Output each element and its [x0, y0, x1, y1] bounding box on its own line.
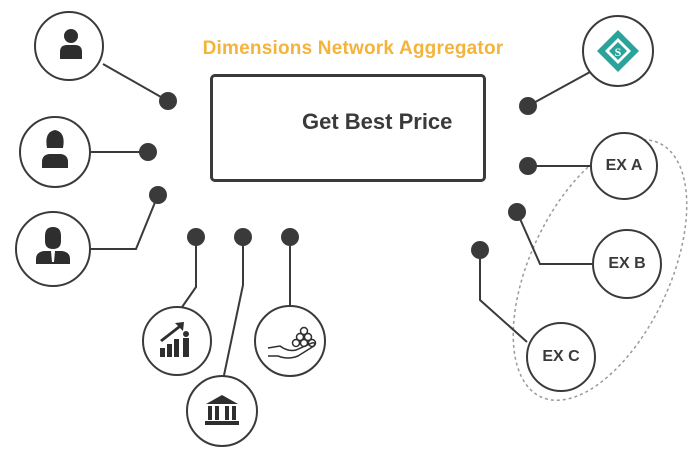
growth-node: [142, 306, 212, 376]
exchange-b-label: EX B: [608, 255, 646, 272]
get-best-price-label: Get Best Price: [302, 109, 453, 134]
woman-icon: [42, 130, 68, 168]
coins-node: [254, 305, 326, 377]
bank-node: [186, 375, 258, 447]
exchange-b-circle: [592, 229, 662, 299]
svg-text:S: S: [615, 45, 622, 59]
growth-chart-icon: [160, 322, 189, 357]
connectors: [90, 63, 592, 381]
coins-hand-icon: [267, 326, 317, 359]
exchange-c-circle: [526, 322, 596, 392]
diagram-title: Dimensions Network Aggregator: [202, 38, 504, 59]
user-node-woman: [19, 116, 91, 188]
exchange-c-label: EX C: [542, 348, 580, 365]
user-node-businessman: [15, 211, 91, 287]
person-icon: [60, 29, 82, 59]
get-best-price-box[interactable]: [210, 74, 486, 182]
connector-dots: [139, 92, 537, 259]
businessman-icon: [36, 227, 70, 264]
exchange-a-label: EX A: [605, 157, 643, 174]
bank-icon: [205, 395, 239, 425]
exchange-a-circle: [590, 132, 658, 200]
logo-node: S: [582, 15, 654, 87]
exchange-group-outline: [512, 138, 688, 402]
user-node-person: [34, 11, 104, 81]
s-diamond-logo-icon: S: [597, 30, 639, 72]
